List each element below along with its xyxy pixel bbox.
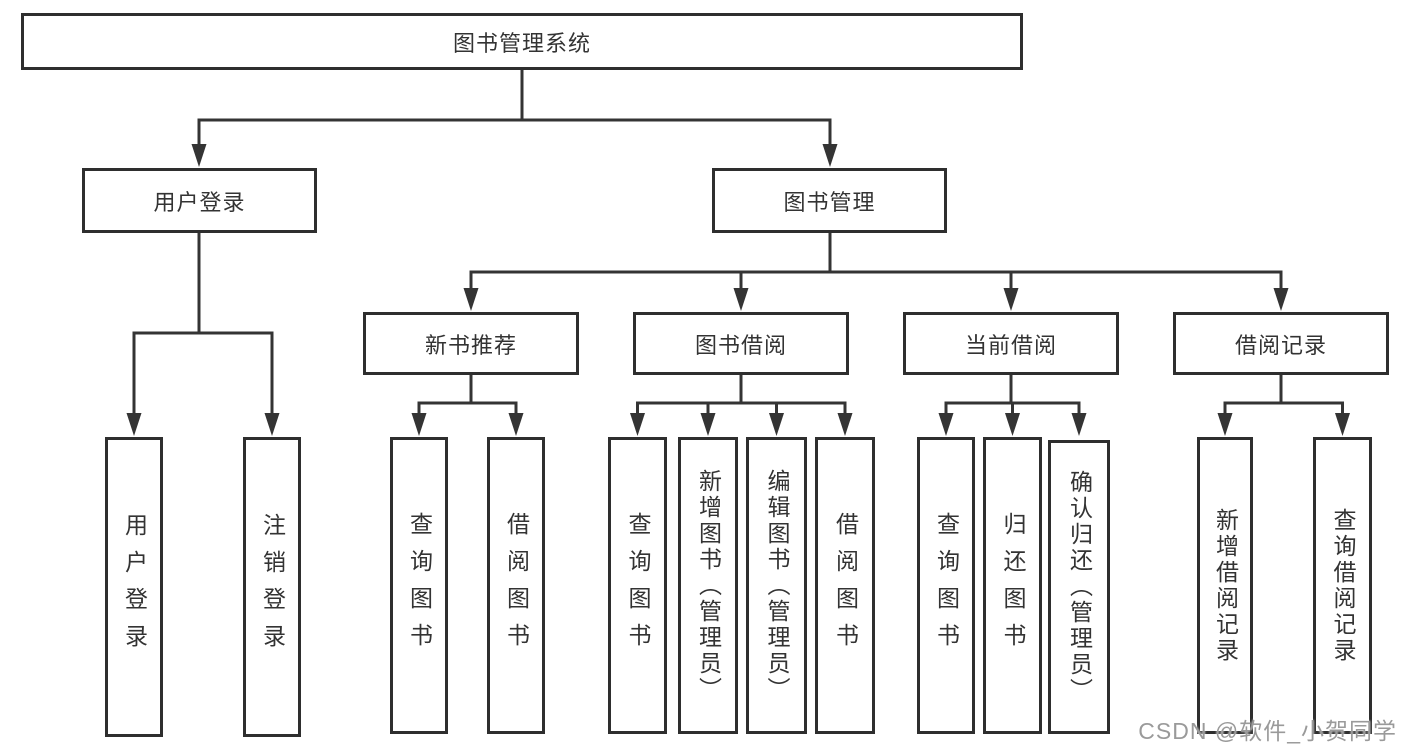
node-cb-return-books-label: 归还图书 — [1000, 511, 1026, 660]
node-borrowing-records-label: 借阅记录 — [1234, 332, 1327, 358]
node-cb-return-books: 归还图书 — [983, 437, 1042, 734]
connector-newbook-branch — [411, 375, 524, 436]
node-root-label: 图书管理系统 — [452, 30, 591, 56]
node-user-login-group-label: 用户登录 — [153, 189, 246, 215]
node-borrowing-records: 借阅记录 — [1173, 312, 1389, 375]
node-records-add: 新增借阅记录 — [1197, 437, 1253, 734]
node-cb-query-books: 查询图书 — [917, 437, 975, 734]
node-cb-query-books-label: 查询图书 — [933, 511, 960, 660]
node-records-query: 查询借阅记录 — [1313, 437, 1372, 734]
node-bb-add-books-admin-label: 新增图书（管理员） — [695, 468, 722, 703]
node-user-login: 用户登录 — [105, 437, 163, 737]
connector-user-branch — [126, 233, 280, 436]
node-bb-edit-books-admin-label: 编辑图书（管理员） — [764, 468, 790, 703]
node-bb-query-books-label: 查询图书 — [625, 511, 651, 660]
node-cb-confirm-return-admin: 确认归还（管理员） — [1048, 440, 1110, 734]
node-cb-confirm-return-admin-label: 确认归还（管理员） — [1066, 470, 1093, 704]
node-user-login-group: 用户登录 — [82, 168, 317, 233]
node-book-borrowing: 图书借阅 — [633, 312, 849, 375]
node-book-management-group: 图书管理 — [712, 168, 947, 233]
node-new-book-recommend: 新书推荐 — [363, 312, 579, 375]
node-bb-edit-books-admin: 编辑图书（管理员） — [746, 437, 807, 734]
node-new-book-recommend-label: 新书推荐 — [424, 332, 517, 358]
node-book-borrowing-label: 图书借阅 — [694, 332, 787, 358]
node-newbook-borrow-books: 借阅图书 — [487, 437, 545, 734]
node-current-borrowing: 当前借阅 — [903, 312, 1119, 375]
node-newbook-query-books-label: 查询图书 — [406, 511, 433, 660]
node-root: 图书管理系统 — [21, 13, 1023, 70]
node-logout-label: 注销登录 — [259, 513, 286, 661]
node-records-query-label: 查询借阅记录 — [1330, 507, 1356, 664]
node-current-borrowing-label: 当前借阅 — [964, 332, 1057, 358]
node-bb-borrow-books-label: 借阅图书 — [832, 511, 859, 660]
connector-current-branch — [938, 375, 1087, 436]
csdn-watermark: CSDN @软件_小贺同学 — [1138, 718, 1397, 744]
node-user-login-label: 用户登录 — [121, 513, 148, 661]
connector-book-to-level3 — [463, 233, 1289, 311]
node-bb-borrow-books: 借阅图书 — [815, 437, 875, 734]
node-book-management-group-label: 图书管理 — [783, 189, 876, 215]
node-bb-query-books: 查询图书 — [608, 437, 667, 734]
node-newbook-query-books: 查询图书 — [390, 437, 448, 734]
node-records-add-label: 新增借阅记录 — [1212, 507, 1239, 664]
connector-borrow-branch — [630, 375, 853, 436]
connector-root-to-level2 — [191, 70, 838, 167]
node-bb-add-books-admin: 新增图书（管理员） — [678, 437, 738, 734]
node-logout: 注销登录 — [243, 437, 301, 737]
connector-records-branch — [1217, 375, 1350, 436]
node-newbook-borrow-books-label: 借阅图书 — [503, 511, 530, 660]
